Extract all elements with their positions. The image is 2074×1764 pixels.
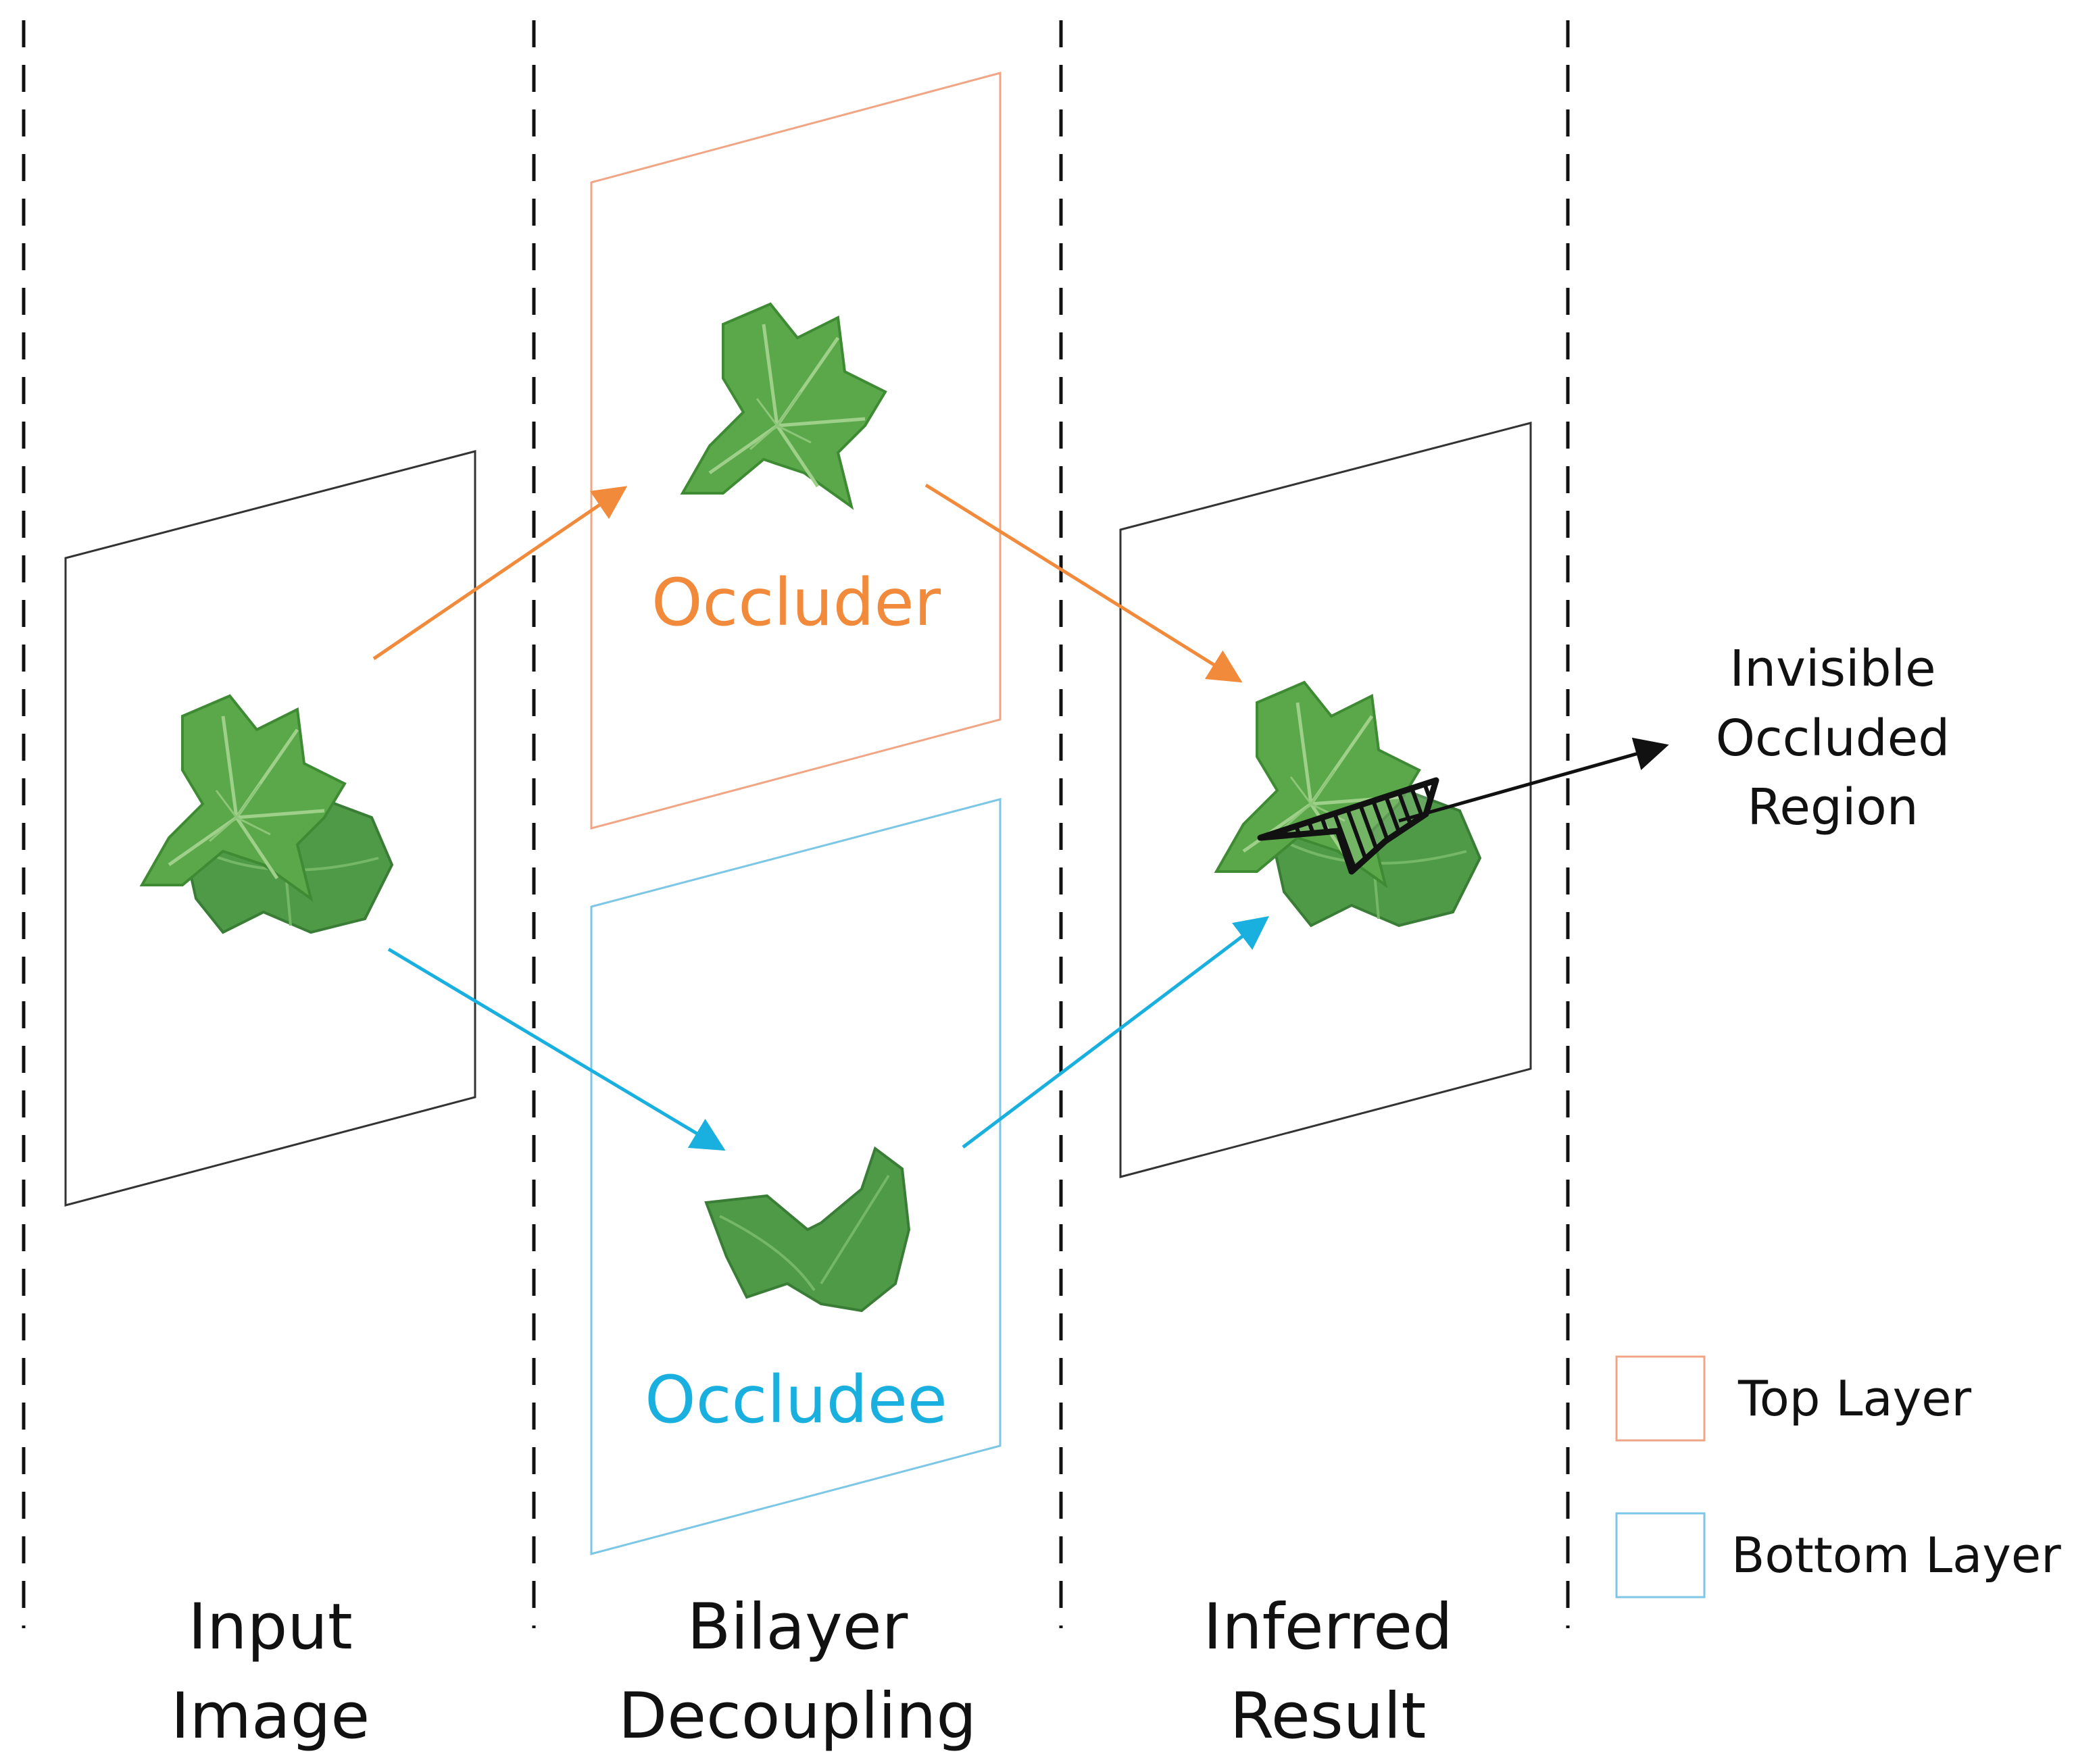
occludee-label: Occludee (645, 1362, 947, 1438)
inferred-result-panel (1119, 422, 1532, 1178)
legend-swatch-top-layer (1615, 1355, 1706, 1442)
arrow-occludee-to-result (962, 915, 1269, 1149)
annotation-line-2: Occluded (1716, 709, 1950, 767)
occludee-panel: Occludee (590, 798, 1002, 1555)
occludee-leaf (704, 1146, 911, 1313)
decoupling-label-line-1: Bilayer (687, 1590, 908, 1664)
stage-separators (22, 20, 1570, 1628)
input-label-line-2: Image (171, 1680, 370, 1753)
annotation-line-1: Invisible (1729, 640, 1935, 698)
stage-labels: Input Image Bilayer Decoupling Inferred … (171, 1590, 1453, 1753)
occluder-label: Occluder (651, 565, 941, 640)
legend-label-bottom-layer: Bottom Layer (1731, 1527, 2061, 1584)
flow-arrows (372, 483, 1669, 1151)
annotation-line-3: Region (1747, 778, 1918, 836)
arrow-input-to-occludee (387, 947, 726, 1151)
invisible-occluded-region-annotation: Invisible Occluded Region (1716, 640, 1950, 836)
occludee-frame (590, 798, 1002, 1555)
result-label-line-2: Result (1230, 1680, 1426, 1753)
arrow-to-annotation (1398, 737, 1669, 823)
legend: Top Layer Bottom Layer (1615, 1355, 2061, 1598)
legend-label-top-layer: Top Layer (1737, 1370, 1972, 1427)
occluded-region-hatch (1257, 777, 1439, 875)
legend-swatch-bottom-layer (1615, 1512, 1706, 1598)
result-label-line-1: Inferred (1203, 1590, 1452, 1664)
arrow-occluder-to-result (924, 483, 1243, 683)
input-image-panel (64, 450, 476, 1207)
decoupling-label-line-2: Decoupling (618, 1680, 977, 1753)
occluder-panel: Occluder (590, 72, 1002, 830)
input-label-line-1: Input (188, 1590, 352, 1664)
arrow-input-to-occluder (372, 486, 628, 661)
result-leaves (1216, 682, 1481, 927)
